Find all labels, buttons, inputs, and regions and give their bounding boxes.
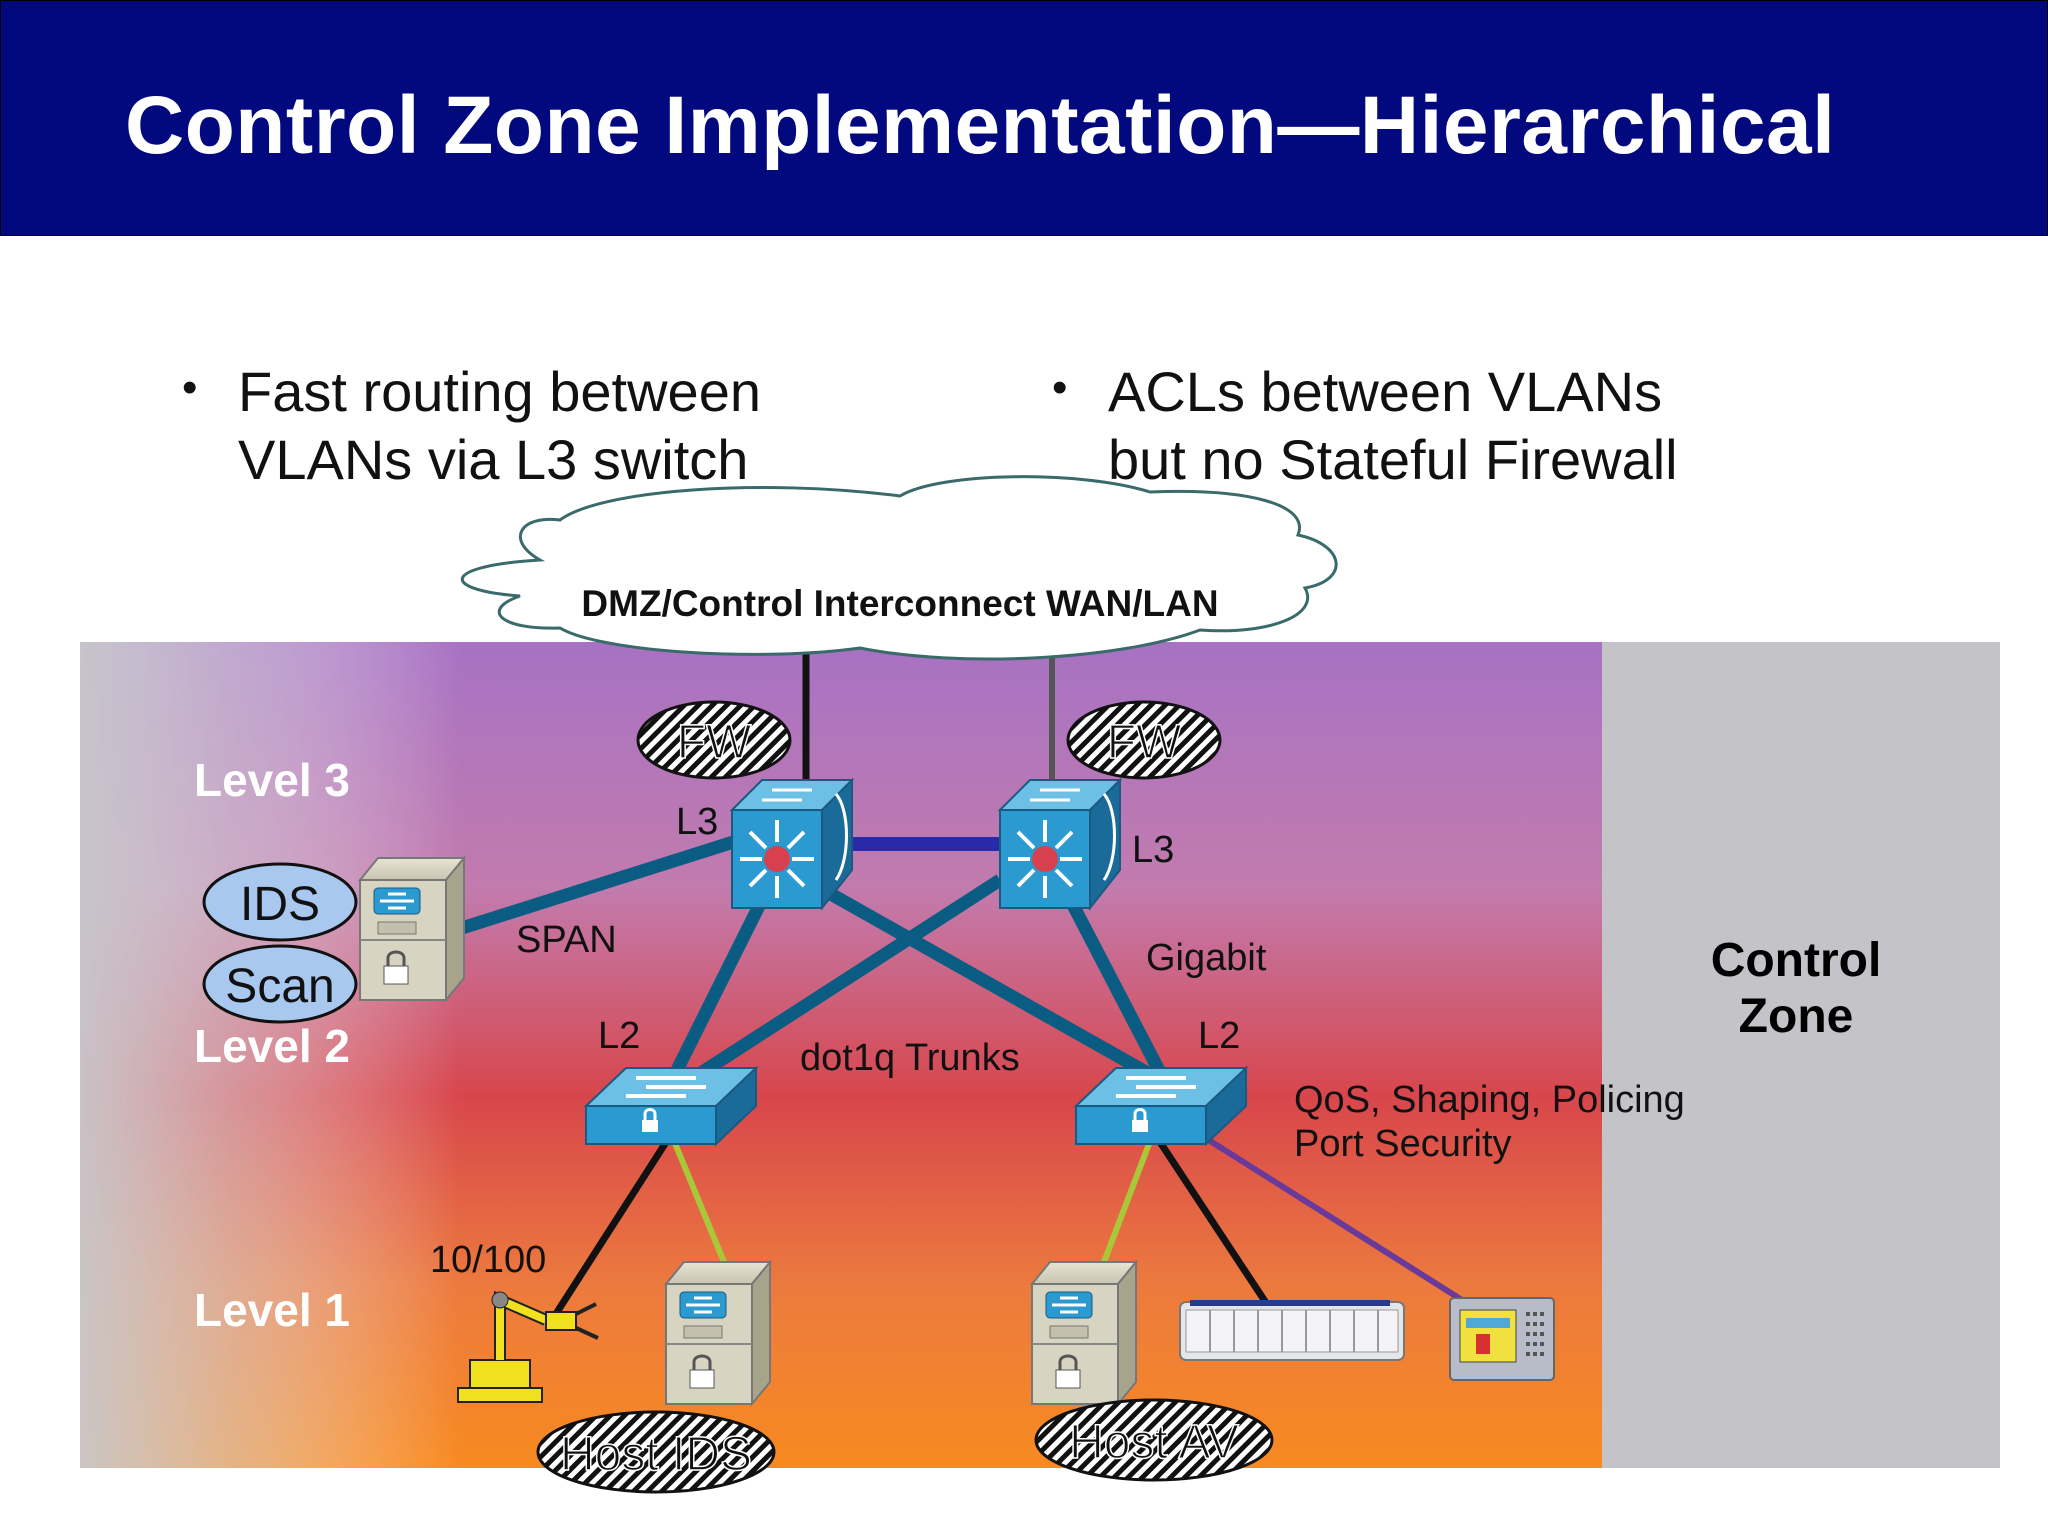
host-av-link [1101,1134,1155,1264]
bullet-1-line-2: VLANs via L3 switch [238,428,749,491]
bullet-1-line-1: Fast routing between [238,360,761,423]
l3-left-label: L3 [676,801,718,843]
bullet-2-line-1: ACLs between VLANs [1108,360,1663,423]
hmi-panel-icon [1449,1297,1555,1381]
level-2-label: Level 2 [194,1020,350,1072]
trunks-label: dot1q Trunks [800,1037,1020,1079]
zone-label-line-2: Zone [1739,990,1854,1043]
l2-right-label: L2 [1198,1015,1240,1057]
l2-left-label: L2 [598,1015,640,1057]
plc-link [1153,1134,1279,1320]
trunk-l3a-l2a [666,877,778,1083]
span-label: SPAN [516,919,617,961]
ids-oval: IDS [202,862,358,942]
span-link [460,831,748,935]
l2-switch-right [1073,1065,1249,1147]
host-ids-link [669,1134,727,1264]
slide-title: Control Zone Implementation—Hierarchical [125,80,1836,171]
ids-server [357,855,467,1003]
qos-label-line-2: Port Security [1294,1123,1512,1165]
scan-oval: Scan [202,944,358,1024]
host-av-server [1029,1259,1139,1407]
firewall-left: FW [636,700,792,780]
plc-rack-icon [1179,1300,1405,1361]
host-av-badge: Host AV [1034,1398,1274,1482]
bullet-2-line-2: but no Stateful Firewall [1108,428,1678,491]
zone-label-line-1: Control [1711,934,1882,987]
robot-arm-icon [457,1290,599,1403]
robot-link [549,1134,673,1322]
host-ids-badge: Host IDS [536,1410,776,1494]
trunk-l3a-l2b [802,874,1164,1086]
firewall-right: FW [1066,700,1222,780]
bullet-1: • Fast routing between VLANs via L3 swit… [182,358,761,494]
host-ids-label: Host IDS [560,1428,752,1481]
level-3-label: Level 3 [194,754,350,806]
gigabit-label: Gigabit [1146,937,1267,979]
trunk-l3b-l2b [1054,877,1170,1083]
fw-label: FW [677,716,752,769]
l3-switch-right [997,777,1123,911]
qos-label-line-1: QoS, Shaping, Policing [1294,1079,1685,1121]
hmi-link [1194,1129,1464,1303]
bullet-2: • ACLs between VLANs but no Stateful Fir… [1052,358,1678,494]
ids-label: IDS [240,878,320,931]
trunk-l3b-l2a [686,874,1004,1086]
l3-right-label: L3 [1132,829,1174,871]
fw-label: FW [1107,716,1182,769]
speed-label: 10/100 [430,1239,546,1281]
bullet-dot: • [182,363,198,412]
l3-switch-left [729,777,855,911]
wan-cloud: DMZ/Control Interconnect WAN/LAN [460,475,1338,661]
bullet-dot: • [1052,363,1068,412]
level-1-label: Level 1 [194,1284,350,1336]
host-av-label: Host AV [1069,1416,1239,1469]
l2-switch-left [583,1065,759,1147]
title-bar: Control Zone Implementation—Hierarchical [0,0,2048,236]
host-ids-server [663,1259,773,1407]
cloud-label: DMZ/Control Interconnect WAN/LAN [581,583,1218,624]
scan-label: Scan [225,960,334,1013]
